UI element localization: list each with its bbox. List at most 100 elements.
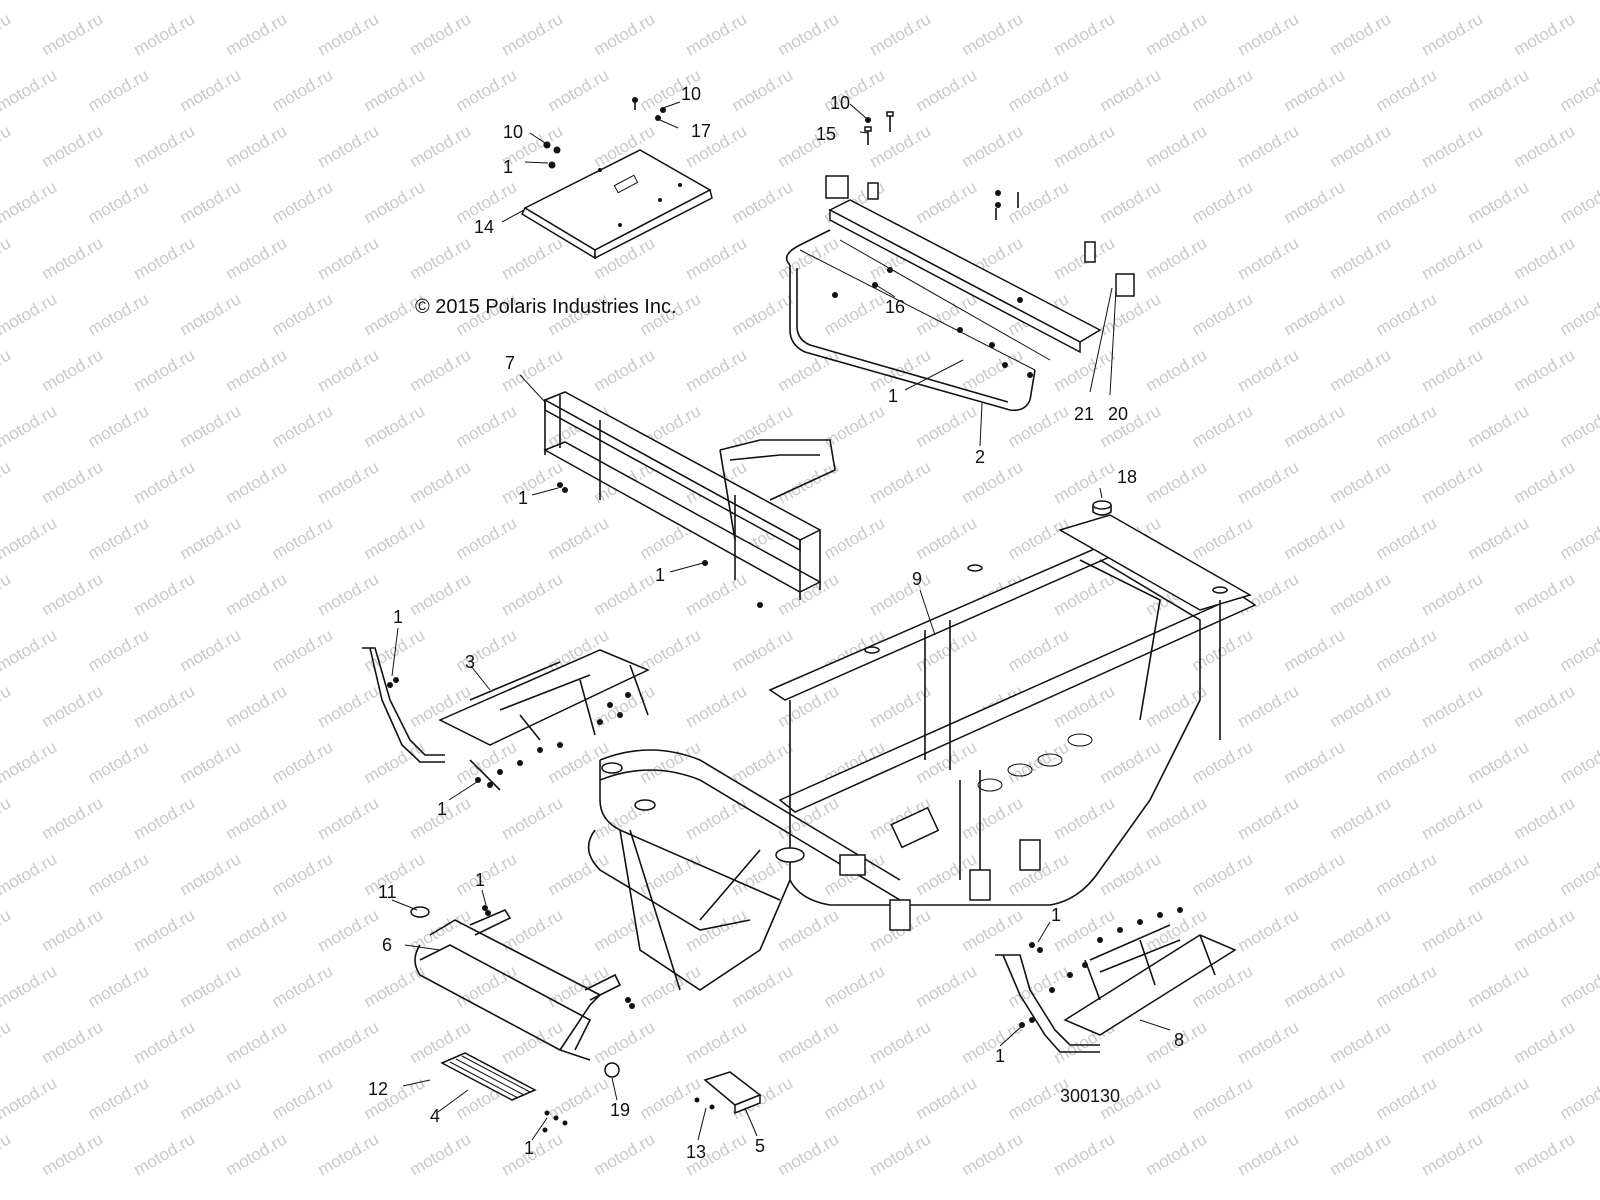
watermark-text: motod.ru xyxy=(177,513,245,563)
copyright-text: © 2015 Polaris Industries Inc. xyxy=(415,296,677,318)
callout-1-front-frame-a: 1 xyxy=(518,488,528,508)
watermark-text: motod.ru xyxy=(361,513,429,563)
callout-1-right-footrest-bottom: 1 xyxy=(995,1046,1005,1066)
watermark-text: motod.ru xyxy=(637,849,705,899)
watermark-text: motod.ru xyxy=(1511,345,1579,395)
watermark-text: motod.ru xyxy=(1465,513,1533,563)
part-2-hardware xyxy=(864,111,1019,220)
watermark-text: motod.ru xyxy=(591,9,659,59)
watermark-text: motod.ru xyxy=(591,905,659,955)
watermark-text: motod.ru xyxy=(1327,457,1395,507)
watermark-text: motod.ru xyxy=(453,849,521,899)
watermark-text: motod.ru xyxy=(959,457,1027,507)
watermark-text: motod.ru xyxy=(1465,961,1533,1011)
part-2-cargo-frame xyxy=(785,175,1135,412)
watermark-text: motod.ru xyxy=(1511,793,1579,843)
watermark-text: motod.ru xyxy=(361,961,429,1011)
watermark-text: motod.ru xyxy=(407,345,475,395)
watermark-text: motod.ru xyxy=(1465,625,1533,675)
watermark-text: motod.ru xyxy=(913,0,981,3)
watermark-text: motod.ru xyxy=(1051,9,1119,59)
watermark-text: motod.ru xyxy=(637,737,705,787)
watermark-text: motod.ru xyxy=(913,1073,981,1123)
watermark-text: motod.ru xyxy=(775,1129,843,1179)
watermark-text: motod.ru xyxy=(269,625,337,675)
watermark-text: motod.ru xyxy=(1097,737,1165,787)
watermark-text: motod.ru xyxy=(591,345,659,395)
watermark-text: motod.ru xyxy=(1373,1073,1441,1123)
watermark-text: motod.ru xyxy=(913,65,981,115)
callout-10-top-left: 10 xyxy=(681,84,701,104)
watermark-text: motod.ru xyxy=(545,513,613,563)
callout-17: 17 xyxy=(691,121,711,141)
watermark-text: motod.ru xyxy=(223,681,291,731)
watermark-text: motod.ru xyxy=(315,1017,383,1067)
watermark-text: motod.ru xyxy=(1097,177,1165,227)
watermark-text: motod.ru xyxy=(683,905,751,955)
watermark-text: motod.ru xyxy=(775,905,843,955)
watermark-text: motod.ru xyxy=(453,65,521,115)
callout-10-plate: 10 xyxy=(503,122,523,142)
watermark-text: motod.ru xyxy=(315,905,383,955)
watermark-text: motod.ru xyxy=(637,625,705,675)
watermark-text: motod.ru xyxy=(1143,9,1211,59)
watermark-text: motod.ru xyxy=(1189,513,1257,563)
watermark-text: motod.ru xyxy=(1419,345,1487,395)
watermark-text: motod.ru xyxy=(223,793,291,843)
watermark-text: motod.ru xyxy=(1189,401,1257,451)
watermark-text: motod.ru xyxy=(0,905,14,955)
watermark-text: motod.ru xyxy=(1189,1073,1257,1123)
callout-1-front-frame-b: 1 xyxy=(655,565,665,585)
watermark-text: motod.ru xyxy=(407,457,475,507)
watermark-text: motod.ru xyxy=(1281,625,1349,675)
watermark-text: motod.ru xyxy=(223,121,291,171)
watermark-text: motod.ru xyxy=(1327,121,1395,171)
part-18-plugs xyxy=(864,500,1228,654)
watermark-text: motod.ru xyxy=(0,961,60,1011)
watermark-text: motod.ru xyxy=(959,1017,1027,1067)
watermark-text: motod.ru xyxy=(959,1129,1027,1179)
diagram-number: 300130 xyxy=(1060,1086,1120,1106)
watermark-text: motod.ru xyxy=(361,737,429,787)
watermark-text: motod.ru xyxy=(1189,625,1257,675)
watermark-text: motod.ru xyxy=(1419,1129,1487,1179)
part-8-right-footrest xyxy=(995,907,1237,1053)
watermark-text: motod.ru xyxy=(453,961,521,1011)
watermark-text: motod.ru xyxy=(0,121,14,171)
watermark-text: motod.ru xyxy=(913,401,981,451)
callout-10-top-right: 10 xyxy=(830,93,850,113)
watermark-text: motod.ru xyxy=(0,345,14,395)
watermark-text: motod.ru xyxy=(821,0,889,3)
watermark-text: motod.ru xyxy=(867,1017,935,1067)
watermark-text: motod.ru xyxy=(269,401,337,451)
watermark-text: motod.ru xyxy=(1235,905,1303,955)
watermark-text: motod.ru xyxy=(1373,849,1441,899)
part-7-front-frame xyxy=(543,391,836,608)
watermark-text: motod.ru xyxy=(729,177,797,227)
watermark-text: motod.ru xyxy=(821,513,889,563)
part-4-grille xyxy=(440,1052,568,1133)
watermark-text: motod.ru xyxy=(1511,233,1579,283)
watermark-text: motod.ru xyxy=(223,9,291,59)
watermark-text: motod.ru xyxy=(85,737,153,787)
watermark-text: motod.ru xyxy=(683,1017,751,1067)
watermark-text: motod.ru xyxy=(591,1017,659,1067)
watermark-text: motod.ru xyxy=(729,401,797,451)
watermark-text: motod.ru xyxy=(0,233,14,283)
watermark-text: motod.ru xyxy=(0,737,60,787)
watermark-text: motod.ru xyxy=(131,457,199,507)
watermark-text: motod.ru xyxy=(223,1017,291,1067)
watermark-text: motod.ru xyxy=(637,1073,705,1123)
watermark-text: motod.ru xyxy=(1557,625,1600,675)
watermark-text: motod.ru xyxy=(1327,905,1395,955)
watermark-text: motod.ru xyxy=(683,9,751,59)
watermark-text: motod.ru xyxy=(729,289,797,339)
watermark-text: motod.ru xyxy=(131,793,199,843)
watermark-text: motod.ru xyxy=(223,569,291,619)
watermark-text: motod.ru xyxy=(131,345,199,395)
watermark-text: motod.ru xyxy=(1189,177,1257,227)
watermark-text: motod.ru xyxy=(177,289,245,339)
watermark-text: motod.ru xyxy=(1051,345,1119,395)
watermark-text: motod.ru xyxy=(1281,1073,1349,1123)
callout-1-left-footrest-bottom: 1 xyxy=(437,799,447,819)
